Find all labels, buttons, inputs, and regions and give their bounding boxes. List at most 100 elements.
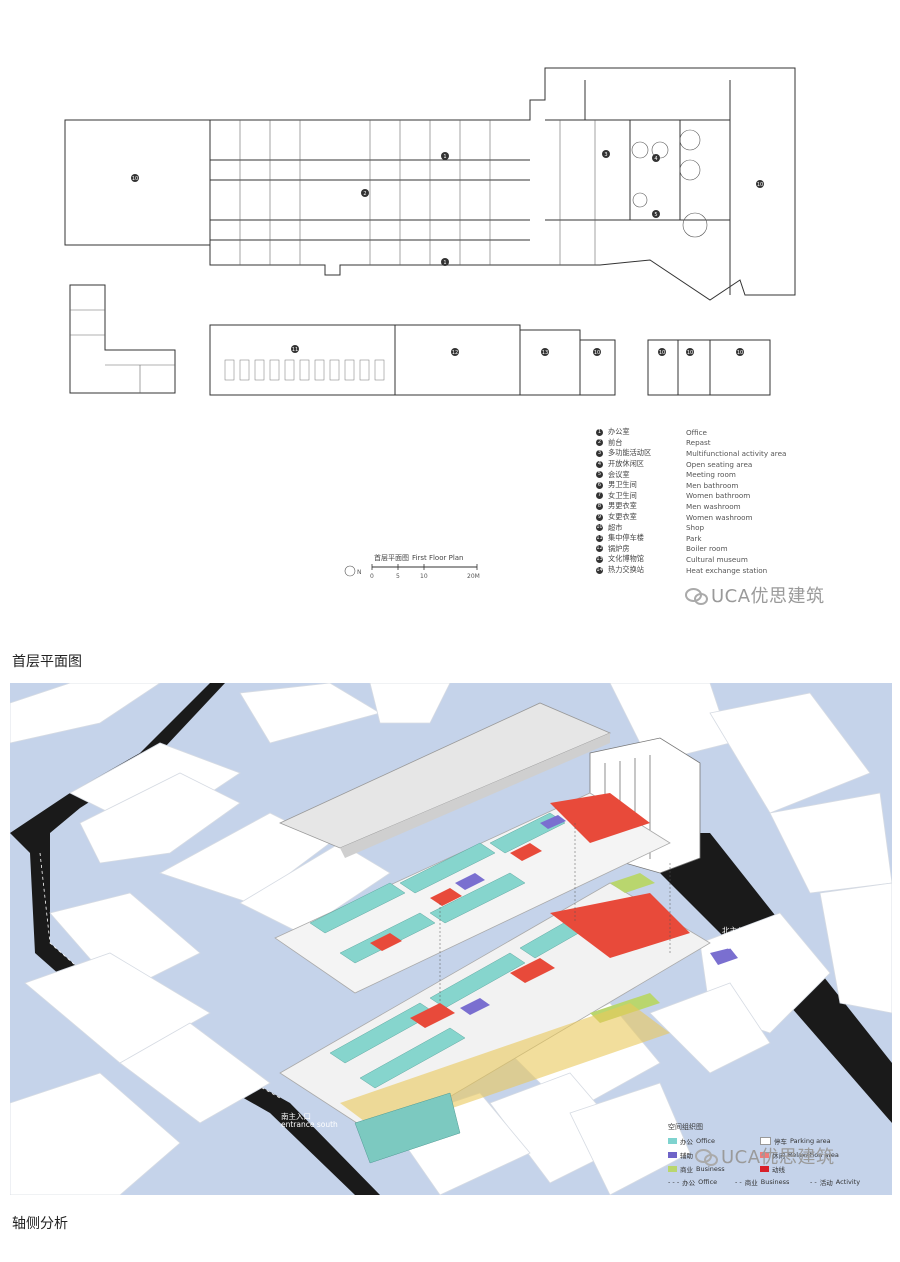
room-number: 10: [757, 182, 763, 188]
wechat-icon: [695, 1148, 718, 1166]
watermark-text: UCA优思建筑: [711, 586, 825, 607]
legend-cn: 开放休闲区: [608, 459, 644, 469]
legend-en: Office: [686, 427, 707, 437]
floor-plan-figure: 10 1 1 2 3 4 5 10 11 12 13 10 10 10 10 首…: [40, 60, 870, 620]
south-entrance-cn: 南主入口: [281, 1112, 311, 1121]
room-number: 13: [542, 350, 548, 356]
room-number: 5: [654, 212, 657, 218]
legend-cn: 办公: [682, 1179, 696, 1187]
legend-en: Repast: [686, 438, 711, 448]
legend-en: Park: [686, 533, 702, 543]
scale-tick: 20M: [467, 573, 480, 580]
watermark-text: UCA优思建筑: [721, 1147, 835, 1168]
legend-number: 9: [596, 513, 603, 521]
legend-cn: 商业: [680, 1166, 693, 1174]
room-number: 12: [452, 350, 458, 356]
legend-number: 13: [596, 555, 603, 563]
legend-cn: 多功能活动区: [608, 448, 652, 458]
legend-number: 1: [596, 428, 603, 436]
main-building-outline: [64, 67, 796, 301]
legend-cn: 停车: [774, 1138, 787, 1146]
legend-en: Boiler room: [686, 544, 728, 554]
legend-number: 6: [596, 481, 603, 489]
legend-en: Business: [696, 1165, 725, 1173]
legend-swatch: [668, 1138, 677, 1144]
axo-figure-caption: 轴侧分析: [12, 1216, 68, 1232]
axonometric-figure: 北主入口 Main entrance north 南主入口 entrance s…: [10, 683, 892, 1195]
legend-number: 8: [596, 502, 603, 510]
legend-number: 11: [596, 534, 603, 542]
legend-row: 8 男更衣室 Men washroom: [596, 501, 826, 512]
legend-swatch: [760, 1152, 769, 1158]
north-arrow-icon: [344, 565, 356, 577]
plan-caption-en: First Floor Plan: [412, 554, 464, 562]
legend-cn: 女卫生间: [608, 490, 637, 500]
north-entrance-cn: 北主入口: [722, 926, 752, 935]
legend-cn: 男更衣室: [608, 501, 637, 511]
north-label: N: [357, 569, 362, 576]
dash-icon: - -: [735, 1178, 742, 1186]
heat-block: [579, 339, 616, 396]
room-number: 3: [604, 152, 607, 158]
axo-legend-item: 辅助: [668, 1150, 693, 1160]
plan-figure-caption: 首层平面图: [12, 654, 82, 670]
legend-en: Relaxation area: [788, 1151, 839, 1159]
legend-cn: 锅炉房: [608, 543, 630, 553]
south-lower-bar: [340, 1003, 670, 1133]
legend-swatch: [668, 1152, 677, 1158]
legend-en: Shop: [686, 523, 705, 533]
legend-en: Women bathroom: [686, 491, 751, 501]
watermark: UCA优思建筑: [685, 582, 825, 608]
legend-en: Men washroom: [686, 501, 741, 511]
legend-cn: 休闲: [772, 1152, 785, 1160]
legend-cn: 动线: [772, 1166, 785, 1174]
legend-cn: 商业: [744, 1179, 758, 1187]
room-number: 10: [737, 350, 743, 356]
legend-row: 6 男卫生间 Men bathroom: [596, 480, 826, 491]
floor-plan-drawing: 10 1 1 2 3 4 5 10 11 12 13 10 10 10 10 首…: [64, 67, 796, 580]
legend-cn: 文化博物馆: [608, 554, 644, 564]
room-number: 11: [292, 347, 298, 353]
axonometric-drawing: [10, 683, 892, 1195]
legend-row: 7 女卫生间 Women bathroom: [596, 491, 826, 502]
legend-cn: 超市: [608, 522, 623, 532]
legend-number: 3: [596, 449, 603, 457]
legend-cn: 集中停车楼: [608, 533, 644, 543]
legend-en: Open seating area: [686, 459, 753, 469]
scale-tick: 10: [420, 573, 428, 580]
dash-icon: - -: [810, 1178, 817, 1186]
north-entrance-en: Main entrance north: [722, 934, 776, 951]
room-number: 1: [443, 260, 446, 266]
legend-cn: 男卫生间: [608, 480, 637, 490]
legend-en: Activity: [835, 1178, 861, 1186]
legend-cn: 办公: [680, 1138, 693, 1146]
legend-en: Men bathroom: [686, 480, 739, 490]
room-number: 10: [659, 350, 665, 356]
dash-icon: - - -: [668, 1178, 680, 1186]
legend-swatch: [668, 1166, 677, 1172]
legend-en: Heat exchange station: [686, 565, 768, 575]
legend-en: Office: [698, 1178, 718, 1186]
room-number: 2: [363, 191, 366, 197]
room-number: 10: [687, 350, 693, 356]
south-entrance-en: entrance south: [281, 1120, 338, 1129]
north-entrance-label: 北主入口 Main entrance north: [722, 927, 782, 951]
legend-en: Parking area: [790, 1137, 831, 1145]
room-number: 10: [132, 176, 138, 182]
left-annex-outline: [69, 284, 176, 394]
legend-number: 7: [596, 492, 603, 500]
